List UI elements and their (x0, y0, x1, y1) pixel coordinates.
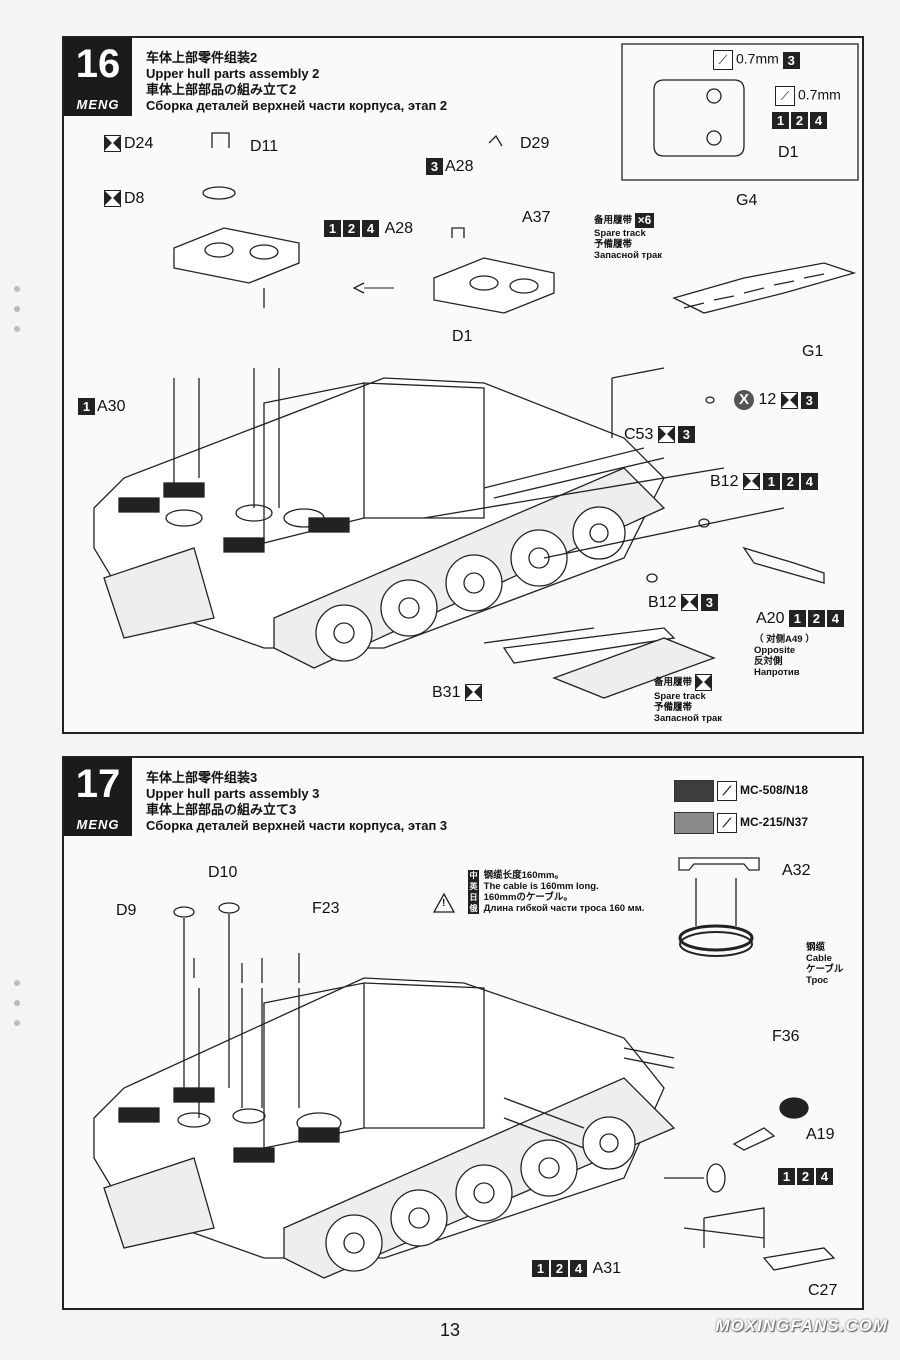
meng-logo: MENG (76, 817, 120, 832)
part-d8: D8 (104, 190, 144, 208)
part-d9: D9 (116, 902, 137, 919)
spare-track-label-bottom: 备用履带 Spare track 予備履帯 Запасной трак (654, 674, 722, 724)
step-17-drawing (93, 857, 836, 1279)
step-17-title: 车体上部零件组装3 Upper hull parts assembly 3 車体… (146, 770, 447, 834)
paint-swatch-light (674, 812, 714, 834)
cut-icon (680, 594, 698, 612)
part-d11: D11 (250, 138, 279, 155)
title-cn: 车体上部零件组装2 (146, 50, 258, 65)
paint-light: ⟋MC-215/N37 (674, 812, 808, 834)
binder-hole (14, 1020, 20, 1026)
drill-0.7mm-b: ⟋0.7mm (772, 86, 841, 106)
step-number: 17 (75, 762, 121, 806)
opposite-label: （ 对侧A49 ） Opposite 反対側 Напротив (754, 634, 815, 678)
binder-hole (14, 326, 20, 332)
step-17-badge: 17 MENG (64, 758, 132, 836)
cut-icon (104, 135, 121, 153)
binder-hole (14, 306, 20, 312)
meng-logo: MENG (76, 97, 120, 112)
binder-hole (14, 1000, 20, 1006)
paint-swatch-dark (674, 780, 714, 802)
cable-label: 钢缆 Cable ケーブル Трос (806, 942, 844, 986)
step-16-drawing (93, 43, 859, 699)
inset-part-d1: D1 (778, 144, 799, 161)
binder-hole (14, 980, 20, 986)
warning-triangle-icon: ! (442, 898, 446, 909)
drill-icon: ⟋ (775, 86, 795, 106)
cut-icon (694, 674, 712, 691)
part-d1: D1 (452, 328, 473, 345)
paint-dark: ⟋MC-508/N18 (674, 780, 808, 802)
title-ru: Сборка деталей верхней части корпуса, эт… (146, 98, 448, 113)
part-c53: C53 3 (624, 426, 697, 444)
cut-icon (464, 684, 482, 702)
page-number: 13 (439, 1320, 461, 1340)
drill-icon: ⟋ (713, 50, 733, 70)
part-b12-b: B12 3 (648, 594, 720, 612)
part-d29: D29 (520, 135, 550, 152)
title-ru: Сборка деталей верхней части корпуса, эт… (146, 818, 448, 833)
step-16-badge: 16 MENG (64, 38, 132, 116)
title-en: Upper hull parts assembly 2 (146, 66, 320, 81)
part-c27: C27 (808, 1282, 838, 1299)
step-16-panel: 16 MENG 车体上部零件组装2 Upper hull parts assem… (62, 36, 864, 734)
title-en: Upper hull parts assembly 3 (146, 786, 320, 801)
part-a32: A32 (782, 862, 811, 879)
title-jp: 車体上部部品の組み立て2 (146, 82, 297, 97)
watermark: MOXINGFANS.COM (715, 1316, 888, 1335)
cable-note: 中 钢缆长度160mm。 英 The cable is 160mm long. … (468, 870, 645, 915)
part-f23: F23 (312, 900, 340, 917)
brush-icon: ⟋ (717, 781, 737, 801)
brush-icon: ⟋ (717, 813, 737, 833)
part-x12: X 12 3 (734, 390, 820, 410)
binder-hole (14, 286, 20, 292)
part-d10: D10 (208, 864, 238, 881)
part-g1: G1 (802, 343, 824, 360)
part-g4: G4 (736, 192, 758, 209)
cut-icon (657, 426, 675, 444)
part-d24: D24 (104, 135, 153, 153)
part-a37: A37 (522, 209, 551, 226)
cut-icon (780, 391, 798, 409)
x-circle-icon: X (734, 390, 754, 410)
part-a19: A19 (806, 1126, 835, 1143)
cut-icon (742, 473, 760, 491)
part-f36: F36 (772, 1028, 800, 1045)
title-cn: 车体上部零件组装3 (146, 770, 258, 785)
drill-0.7mm-a: ⟋0.7mm 3 (710, 50, 802, 70)
part-b31: B31 (432, 684, 485, 702)
step-16-title: 车体上部零件组装2 Upper hull parts assembly 2 車体… (146, 50, 447, 114)
cut-icon (104, 190, 121, 208)
step-number: 16 (75, 42, 121, 86)
spare-track-label-top: 备用履带 ×6 Spare track 予備履帯 Запасной трак (594, 213, 663, 261)
title-jp: 車体上部部品の組み立て3 (146, 802, 297, 817)
step-17-panel: 17 MENG 车体上部零件组装3 Upper hull parts assem… (62, 756, 864, 1310)
